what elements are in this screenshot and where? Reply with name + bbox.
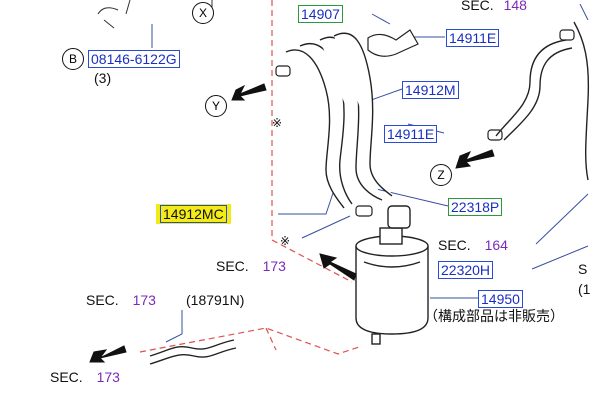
section-number: 173 [96,369,120,385]
callout-x: X [192,2,214,24]
callout-y: Y [205,95,227,117]
section-prefix: SEC. [216,258,249,274]
part-22318P[interactable]: 22318P [448,198,503,216]
section-prefix: SEC. [50,369,83,385]
section-ref-top-right[interactable]: SEC. 148 [461,0,527,13]
not-sold-note: （構成部品は非販売） [424,309,564,325]
hoses [285,32,393,209]
part-18791N: (18791N) [186,292,245,308]
section-prefix: SEC. [461,0,494,13]
section-number: 164 [484,237,508,253]
part-22320H[interactable]: 22320H [438,261,494,279]
section-ref-173-left[interactable]: SEC. 173 [86,292,156,308]
reference-mark-lower: ※ [280,234,291,248]
part-14911E-mid[interactable]: 14911E [384,125,438,143]
vent-hose [149,339,237,365]
part-14912M[interactable]: 14912M [402,81,459,99]
edge-paren: (1 [578,281,591,297]
part-14911E-top[interactable]: 14911E [446,29,500,47]
reference-mark-upper: ※ [272,116,283,130]
callout-b: B [62,48,84,70]
dashed-boundary [139,0,363,355]
section-ref-173-middle[interactable]: SEC. 173 [216,258,286,274]
section-ref-173-bottom[interactable]: SEC. 173 [50,369,120,385]
clamps [275,29,575,217]
canister [355,205,429,345]
section-number: 173 [262,258,286,274]
section-prefix: SEC. [86,292,119,308]
quantity-label: (3) [94,70,112,86]
section-number: 148 [503,0,527,13]
part-14907[interactable]: 14907 [298,5,343,23]
arrows [89,83,495,363]
section-ref-164[interactable]: SEC. 164 [438,237,508,253]
part-08146-6122G[interactable]: 08146-6122G [88,50,180,68]
right-hose [495,21,590,181]
callout-z: Z [430,164,452,186]
section-prefix: SEC. [438,237,471,253]
top-left-fragment [97,0,213,29]
part-14950[interactable]: 14950 [478,290,523,308]
section-number: 173 [132,292,156,308]
part-14912MC-highlighted[interactable]: 14912MC [156,204,231,224]
edge-letter: S [578,261,588,277]
part-14912MC-label: 14912MC [160,205,227,223]
